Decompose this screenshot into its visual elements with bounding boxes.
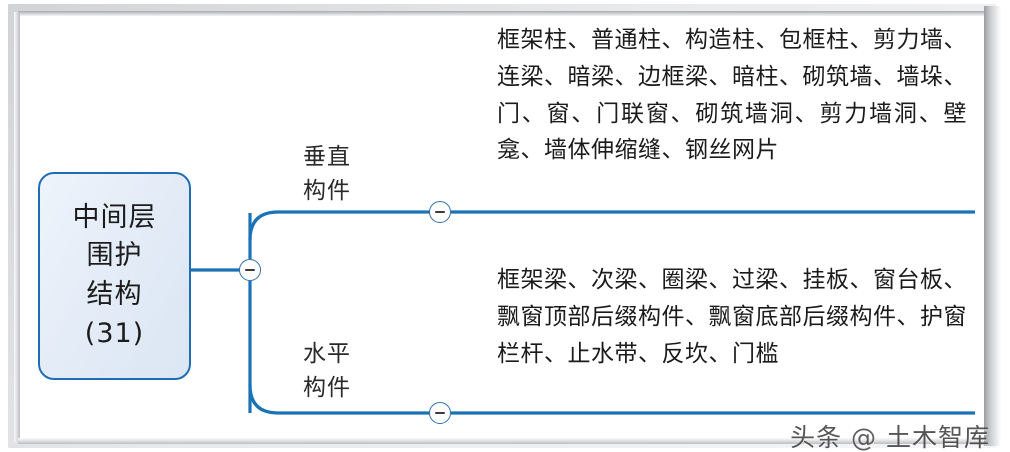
connector-branch-vertical — [248, 210, 430, 241]
root-node-line-4: (31) — [84, 317, 145, 349]
watermark-account: 土木智库 — [885, 423, 990, 452]
branch-label-horizontal[interactable]: 水平 构件 — [303, 338, 351, 406]
connector-branch-horizontal — [248, 384, 430, 415]
minus-icon — [245, 268, 255, 272]
minus-icon — [435, 210, 445, 214]
root-node-line-2: 围护 — [86, 240, 143, 272]
watermark-separator: @ — [851, 423, 878, 452]
branch-label-vertical-line-1: 垂直 — [303, 144, 351, 170]
branch-label-horizontal-line-2: 构件 — [303, 374, 351, 401]
page-edge-top — [18, 11, 988, 16]
root-node[interactable]: 中间层 围护 结构 (31) — [38, 172, 191, 380]
root-node-line-1: 中间层 — [72, 201, 157, 233]
minus-icon — [435, 411, 445, 415]
watermark: 头条 @ 土木智库 — [790, 418, 990, 452]
leaf-text-vertical[interactable]: 框架柱、普通柱、构造柱、包框柱、剪力墙、连梁、暗梁、边框梁、暗柱、砌筑墙、墙垛、… — [497, 27, 967, 164]
page-edge-right — [984, 6, 1001, 446]
leaf-text-horizontal[interactable]: 框架梁、次梁、圈梁、过梁、挂板、窗台板、飘窗顶部后缀构件、飘窗底部后缀构件、护窗… — [497, 267, 967, 367]
collapse-toggle-vertical[interactable] — [429, 201, 451, 223]
watermark-platform: 头条 — [790, 423, 843, 452]
page-edge-left — [14, 12, 20, 442]
branch-label-vertical-line-2: 构件 — [303, 177, 351, 204]
collapse-toggle-horizontal[interactable] — [429, 402, 451, 424]
page-edge-bottom — [18, 438, 988, 444]
branch-label-vertical[interactable]: 垂直 构件 — [303, 141, 351, 209]
branch-label-horizontal-line-1: 水平 — [303, 341, 351, 367]
collapse-toggle-root[interactable] — [239, 259, 261, 281]
root-node-line-3: 结构 — [86, 279, 143, 310]
